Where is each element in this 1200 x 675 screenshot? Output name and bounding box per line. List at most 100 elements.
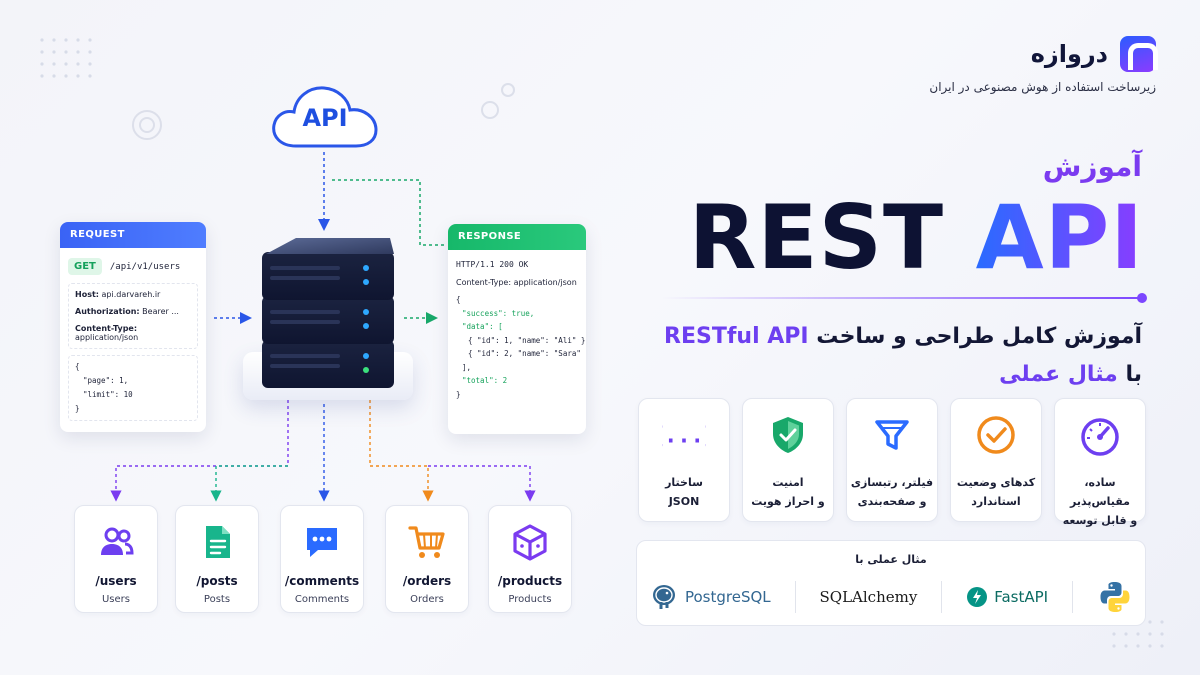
tech-label: FastAPI: [994, 588, 1049, 606]
tech-stack-box: مثال عملی با PostgreSQL SQLAlchemy FastA…: [636, 540, 1146, 626]
response-body: { "success": true, "data": [ { "id": 1, …: [456, 293, 586, 401]
code-line: }: [75, 404, 80, 413]
subtitle-accent-practical: مثال عملی: [999, 362, 1118, 387]
tech-postgresql: PostgreSQL: [649, 582, 771, 612]
ring-decoration: [481, 83, 515, 119]
speedometer-icon: [1078, 413, 1122, 457]
brand-block: دروازه زیرساخت استفاده از هوش مصنوعی در …: [896, 36, 1158, 94]
header-key: Host:: [75, 290, 99, 299]
code-line: {: [456, 295, 461, 304]
feature-card-scalable: ساده، مقیاس‌پذیر و قابل توسعه: [1054, 398, 1146, 527]
brand-tagline: زیرساخت استفاده از هوش مصنوعی در ایران: [929, 80, 1156, 94]
subtitle-accent-restful: RESTful API: [664, 324, 809, 349]
chat-icon: [281, 522, 363, 562]
endpoint-path: /products: [497, 574, 563, 588]
tech-python: [1097, 579, 1133, 615]
code-line: { "id": 1, "name": "Ali" },: [468, 335, 586, 345]
tech-divider: [941, 581, 943, 613]
endpoint-path: /users: [95, 574, 137, 588]
http-method-badge: GET: [68, 258, 102, 275]
endpoint-card-users: /users Users: [74, 505, 158, 613]
tech-fastapi: FastAPI: [966, 586, 1048, 608]
postgresql-logo-icon: [652, 585, 675, 609]
connector-lines: [110, 152, 536, 502]
header-key: Authorization:: [75, 307, 140, 316]
header-value: api.darvareh.ir: [101, 290, 161, 299]
endpoint-path: /orders: [402, 574, 452, 588]
endpoint-card-comments: /comments Comments: [280, 505, 364, 613]
endpoint-card-posts: /posts Posts: [175, 505, 259, 613]
header-key: Content-Type:: [75, 324, 138, 333]
code-line: "total": 2: [462, 376, 508, 385]
shield-check-icon: [766, 413, 810, 457]
tech-stack-row: PostgreSQL SQLAlchemy FastAPI: [637, 577, 1145, 617]
feature-label: ساده، مقیاس‌پذیر و قابل توسعه: [1062, 476, 1138, 527]
hero-title-rest: REST: [688, 186, 945, 289]
feature-card-security: امنیت و احراز هویت: [742, 398, 834, 522]
request-card-header: REQUEST: [60, 222, 206, 248]
json-braces-icon: {...}: [662, 413, 706, 457]
endpoint-name: Products: [508, 594, 552, 605]
endpoint-name: Users: [101, 594, 130, 605]
endpoint-name: Posts: [203, 594, 231, 605]
feature-label: فیلتر، رتبسازی و صفحه‌بندی: [850, 476, 934, 508]
brand-logo-icon: [1120, 36, 1158, 72]
endpoint-name: Comments: [294, 594, 350, 605]
hero-subtitle: آموزش کامل طراحی و ساخت RESTful API با م…: [582, 318, 1142, 394]
tech-divider: [794, 581, 796, 613]
code-line: { "id": 2, "name": "Sara" }: [468, 349, 586, 358]
endpoint-card-orders: /orders Orders: [385, 505, 469, 613]
feature-list: ساده، مقیاس‌پذیر و قابل توسعه کدهای وضعی…: [638, 398, 1146, 527]
feature-label: ساختار JSON: [665, 476, 703, 508]
code-line: "limit": 10: [83, 390, 133, 399]
python-logo-icon: [1100, 582, 1130, 612]
dot-grid-decoration: [40, 38, 92, 78]
endpoint-name: Orders: [410, 594, 444, 605]
response-status: HTTP/1.1 200 OK: [456, 260, 529, 269]
request-body: { "page": 1, "limit": 10 }: [68, 355, 198, 421]
tech-stack-title: مثال عملی با: [855, 553, 927, 566]
endpoint-path: /comments: [284, 574, 360, 588]
subtitle-part1: آموزش کامل طراحی و ساخت: [808, 324, 1142, 349]
request-path: /api/v1/users: [109, 261, 181, 272]
cart-icon: [386, 522, 468, 562]
feature-card-filtering: فیلتر، رتبسازی و صفحه‌بندی: [846, 398, 938, 522]
feature-card-status-codes: کدهای وضعیت استاندارد: [950, 398, 1042, 522]
box-icon: [489, 522, 571, 562]
request-card: REQUEST GET /api/v1/users Host: api.darv…: [60, 222, 206, 432]
brand-name: دروازه: [1030, 40, 1108, 68]
hero-title-api: API: [975, 186, 1144, 289]
check-circle-icon: [974, 413, 1018, 457]
sqlalchemy-logo-icon: SQLAlchemy: [819, 588, 918, 606]
svg-text:{...}: {...}: [662, 423, 706, 448]
tech-label: PostgreSQL: [684, 588, 771, 606]
tech-divider: [1072, 581, 1074, 613]
title-underline: [662, 297, 1142, 299]
code-line: {: [75, 362, 80, 371]
feature-card-json: {...} ساختار JSON: [638, 398, 730, 522]
response-card-header: RESPONSE: [448, 224, 586, 250]
hero-title: REST API: [689, 186, 1144, 289]
subtitle-part2: با: [1117, 362, 1142, 387]
filter-icon: [870, 413, 914, 457]
tech-sqlalchemy: SQLAlchemy: [820, 588, 918, 606]
fastapi-logo-icon: [967, 587, 988, 607]
hero-kicker: آموزش: [1042, 150, 1142, 183]
server-stack-icon: [262, 238, 394, 388]
endpoint-path: /posts: [196, 574, 238, 588]
cloud-label: API: [302, 104, 348, 132]
endpoint-card-products: /products Products: [488, 505, 572, 613]
ring-decoration: [132, 110, 162, 140]
response-card: RESPONSE HTTP/1.1 200 OK Content-Type: a…: [448, 224, 586, 434]
document-icon: [176, 522, 258, 562]
header-value: Bearer ...: [142, 307, 179, 316]
title-underline-dot: [1137, 293, 1147, 303]
code-line: "data": [: [462, 322, 503, 331]
feature-label: امنیت و احراز هویت: [751, 476, 825, 508]
code-line: ],: [462, 362, 472, 372]
users-icon: [75, 522, 157, 562]
cloud-icon: [272, 86, 378, 148]
response-content-type: Content-Type: application/json: [456, 278, 577, 287]
header-value: application/json: [75, 333, 139, 342]
